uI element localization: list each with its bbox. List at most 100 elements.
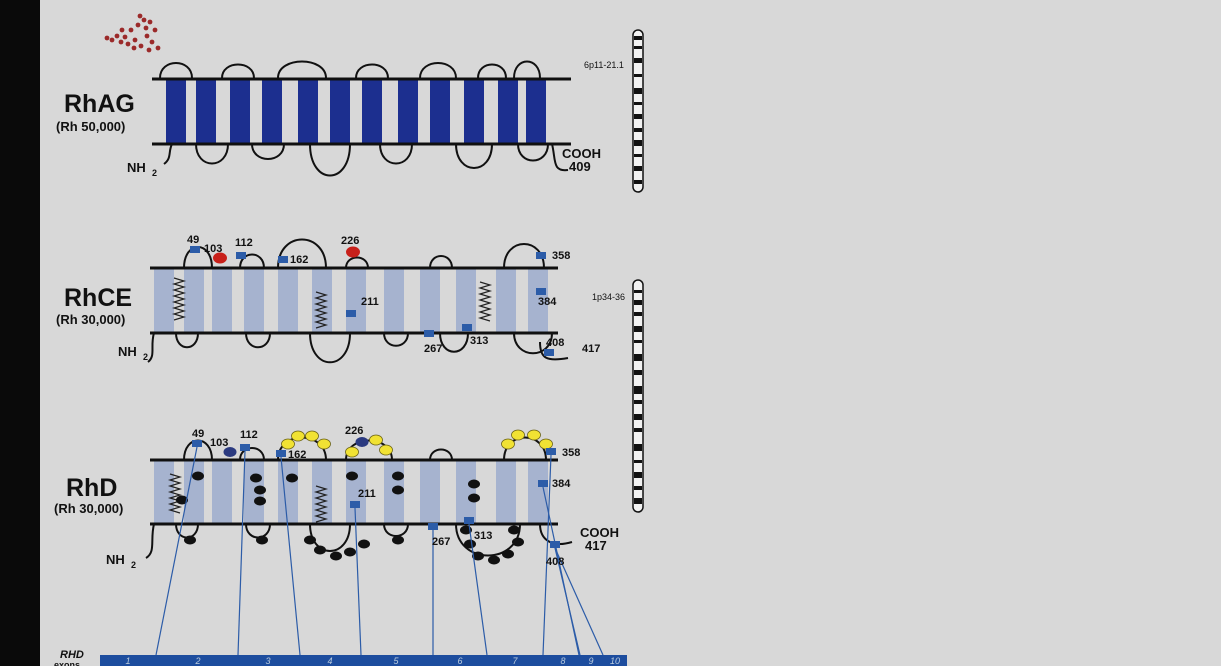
rhd-site-358: 358 <box>562 447 580 459</box>
rhag-weight: (Rh 50,000) <box>56 119 125 134</box>
exon-label-3: 3 <box>265 656 270 666</box>
rhce-site-162: 162 <box>290 254 308 266</box>
rhd-helix <box>420 461 440 523</box>
rhce-weight: (Rh 30,000) <box>56 312 125 327</box>
chr6-locus: 6p11-21.1 <box>584 60 624 70</box>
chr6-band <box>634 36 642 40</box>
svg-text:2: 2 <box>131 560 136 570</box>
rhd-end: 417 <box>585 538 607 553</box>
rhce-helix <box>384 269 404 332</box>
rhd-weight: (Rh 30,000) <box>54 501 123 516</box>
rhd-site-313: 313 <box>474 530 492 542</box>
chr6-band <box>634 166 642 171</box>
chr6-band <box>634 154 642 157</box>
chr1-locus: 1p34-36 <box>592 292 625 302</box>
chr1-band <box>634 444 642 451</box>
rhd-helix <box>278 461 298 523</box>
chr6-band <box>634 114 642 119</box>
chr1-band <box>634 290 642 293</box>
rhce-site-313: 313 <box>470 335 488 347</box>
rhag-helix <box>464 80 484 143</box>
left-black-bar <box>0 0 40 666</box>
rhce-site-103: 103 <box>204 243 222 255</box>
rhce-helix <box>456 269 476 332</box>
rhag-helix <box>262 80 282 143</box>
rhd-site-267: 267 <box>432 536 450 548</box>
rhag-helix <box>526 80 546 143</box>
rhd-helix <box>496 461 516 523</box>
rhce-helix <box>184 269 204 332</box>
rhd-site-408: 408 <box>546 556 564 568</box>
rhce-site-408: 408 <box>546 337 564 349</box>
rhd-gene-sublabel: exons <box>54 660 80 666</box>
rhce-end: 417 <box>582 343 600 355</box>
rhd-site-112: 112 <box>240 429 258 441</box>
exon-label-1: 1 <box>125 656 130 666</box>
rhag-nh2: NH <box>127 160 146 175</box>
chr6-band <box>634 180 642 184</box>
rhce-site-211: 211 <box>361 296 379 308</box>
rhd-helix <box>456 461 476 523</box>
rhd-helix <box>212 461 232 523</box>
chr6-band <box>634 46 642 49</box>
chr1-band <box>634 486 642 490</box>
rhce-site-226: 226 <box>341 235 359 247</box>
rhce-helix <box>312 269 332 332</box>
rhag-helix <box>430 80 450 143</box>
exon-label-8: 8 <box>560 656 565 666</box>
rhag-name: RhAG <box>64 90 135 118</box>
rhce-helix <box>278 269 298 332</box>
exon-label-4: 4 <box>327 656 332 666</box>
rhd-helix <box>184 461 204 523</box>
chr6-band <box>634 128 642 132</box>
rhd-nh2: NH <box>106 552 125 567</box>
exon-label-9: 9 <box>588 656 593 666</box>
rhce-name: RhCE <box>64 284 132 312</box>
rhce-site-112: 112 <box>235 237 253 249</box>
chr6-band <box>634 102 642 105</box>
rhag-end: 409 <box>569 159 591 174</box>
exon-label-6: 6 <box>457 656 462 666</box>
chr6-band <box>634 58 642 63</box>
rhce-helix <box>212 269 232 332</box>
chr1-band <box>634 498 642 504</box>
chr1-band <box>634 428 642 432</box>
chr1-band <box>634 326 642 332</box>
rhce-site-267: 267 <box>424 343 442 355</box>
rhag-helix <box>398 80 418 143</box>
chr1-band <box>634 370 642 375</box>
chr6-band <box>634 88 642 94</box>
rhce-helix <box>420 269 440 332</box>
rhce-site-358: 358 <box>552 250 570 262</box>
chr1-band <box>634 340 642 343</box>
chr1-band <box>634 354 642 361</box>
rhd-site-162: 162 <box>288 449 306 461</box>
rhd-site-211: 211 <box>358 488 376 500</box>
rhag-helix <box>298 80 318 143</box>
rhd-site-384: 384 <box>552 478 571 490</box>
rhce-helix <box>496 269 516 332</box>
rhag-helix <box>230 80 250 143</box>
rhag-helix <box>362 80 382 143</box>
rhag-helix <box>330 80 350 143</box>
exon-label-10: 10 <box>610 656 620 666</box>
svg-text:2: 2 <box>152 168 157 178</box>
rhd-site-49: 49 <box>192 428 204 440</box>
chr6-band <box>634 140 642 146</box>
rhd-site-226: 226 <box>345 425 363 437</box>
rhce-helix <box>244 269 264 332</box>
rhag-helix <box>498 80 518 143</box>
svg-text:2: 2 <box>143 352 148 362</box>
rhag-helix <box>196 80 216 143</box>
exon-label-2: 2 <box>194 656 200 666</box>
rhce-site-384: 384 <box>538 296 557 308</box>
rhce-nh2: NH <box>118 344 137 359</box>
rhd-site-103: 103 <box>210 437 228 449</box>
chr1-band <box>634 472 642 478</box>
rhd-name: RhD <box>66 474 117 502</box>
chr1-band <box>634 386 642 394</box>
chr1-band <box>634 400 642 404</box>
chr1-band <box>634 300 642 305</box>
rhag-helix <box>166 80 186 143</box>
